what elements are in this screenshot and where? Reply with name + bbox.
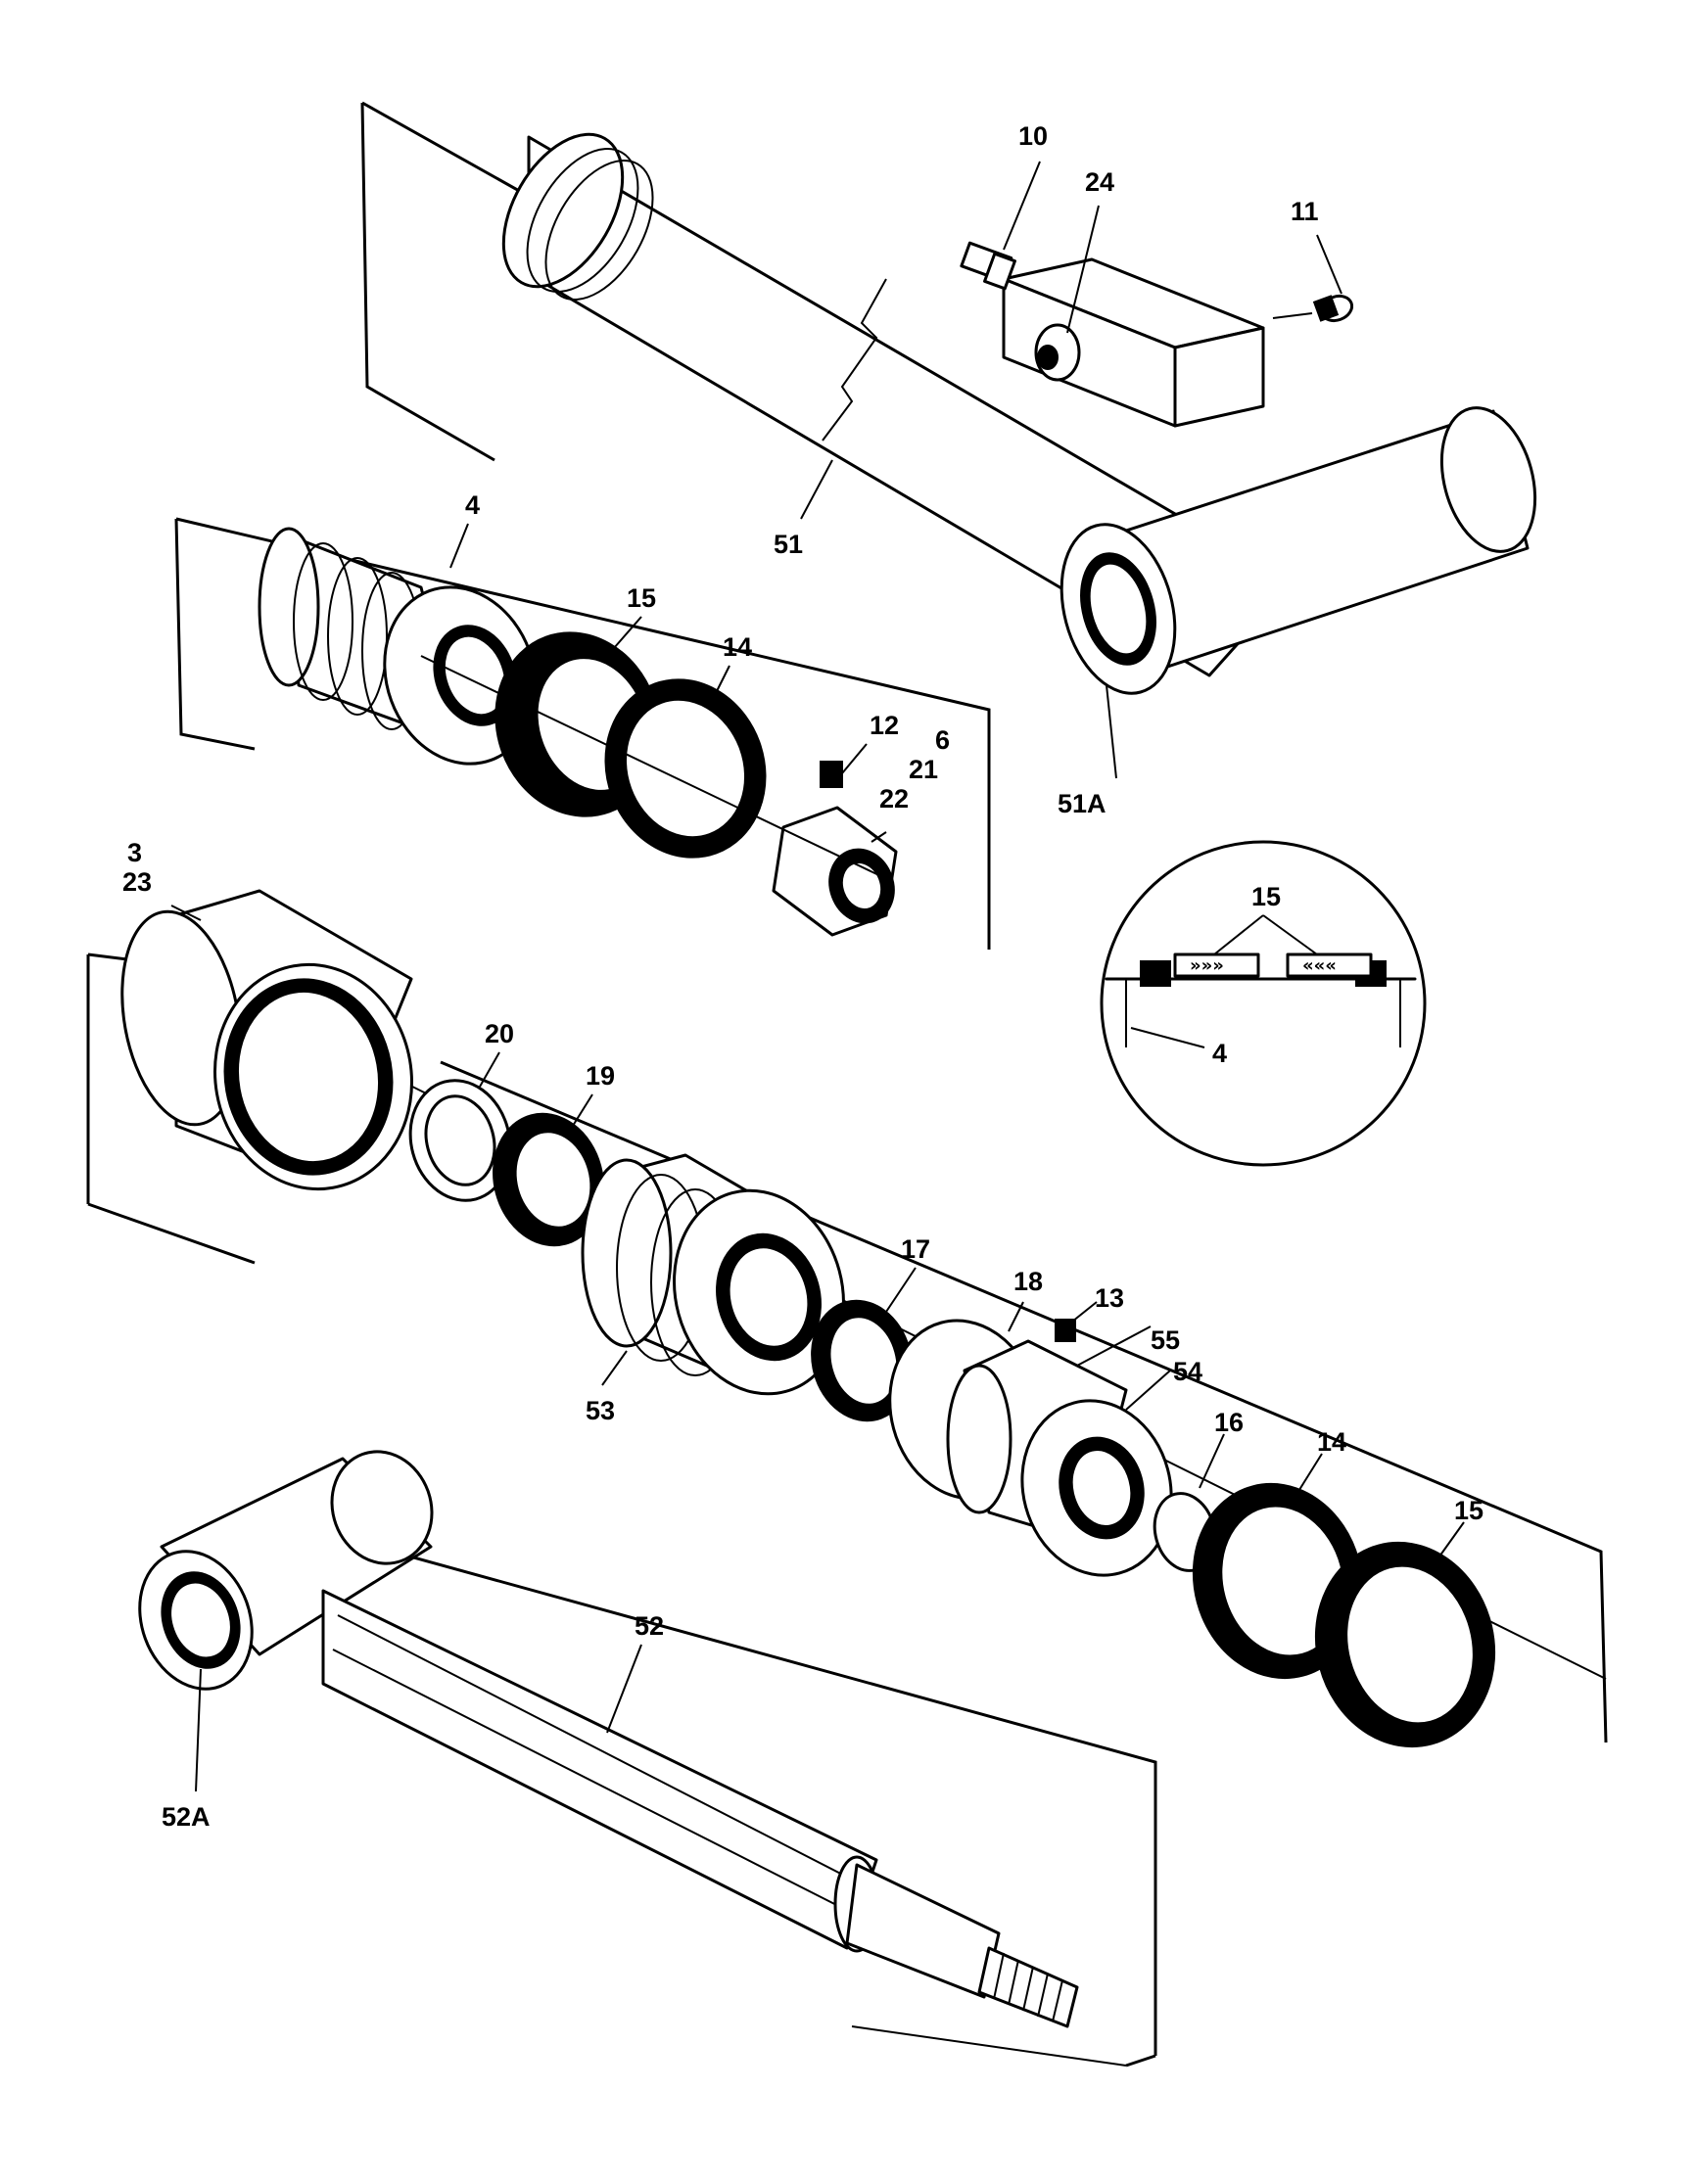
callout-55: 55 [1151, 1325, 1180, 1355]
callout-12: 12 [870, 711, 899, 740]
piston-53 [581, 1153, 845, 1396]
callout-52: 52 [635, 1611, 664, 1641]
callout-15-bottom: 15 [1454, 1496, 1483, 1525]
callout-22: 22 [879, 784, 909, 813]
seal-19 [493, 1112, 604, 1247]
panel-piston [86, 953, 1608, 1743]
callout-18: 18 [1013, 1267, 1043, 1296]
callout-21: 21 [909, 755, 938, 784]
callout-15-detail: 15 [1251, 882, 1281, 911]
callout-3: 3 [127, 838, 142, 867]
barrel-51 [501, 132, 1537, 695]
seal-15-bottom [1314, 1541, 1496, 1748]
spacer-54 [946, 1319, 1173, 1577]
callout-16: 16 [1214, 1408, 1244, 1437]
callout-6: 6 [935, 725, 950, 755]
callout-51a: 51A [1058, 789, 1106, 818]
callout-20: 20 [485, 1019, 514, 1048]
callout-15-top: 15 [627, 583, 656, 613]
callout-51: 51 [774, 530, 803, 559]
detail-view: »»» ««« [1100, 840, 1427, 1167]
panel-rod [303, 1525, 1157, 2068]
seal-17 [811, 1299, 913, 1422]
callout-14-top: 14 [723, 632, 752, 662]
leader-lines [170, 161, 1465, 1792]
callout-labels: 10 24 11 51 51A 4 15 14 12 6 21 22 3 23 … [122, 121, 1483, 1832]
callout-53: 53 [586, 1396, 615, 1425]
callout-10: 10 [1018, 121, 1048, 151]
callout-4-detail: 4 [1212, 1039, 1227, 1068]
callout-4-top: 4 [465, 490, 480, 520]
callout-23: 23 [122, 867, 152, 897]
callout-19: 19 [586, 1061, 615, 1091]
svg-text:«««: ««« [1302, 955, 1337, 976]
callout-11: 11 [1291, 197, 1319, 226]
panel-head [174, 517, 991, 950]
gland-3 [120, 889, 413, 1191]
callout-52a: 52A [162, 1802, 211, 1832]
ring-14-top [604, 678, 767, 859]
rod-52 [138, 1450, 1079, 2028]
svg-text:»»»: »»» [1190, 955, 1224, 976]
callout-17: 17 [901, 1234, 930, 1264]
callout-13: 13 [1095, 1283, 1124, 1313]
callout-14-bottom: 14 [1317, 1427, 1346, 1457]
callout-24: 24 [1085, 167, 1114, 197]
ring-20 [408, 1079, 512, 1202]
callout-54: 54 [1173, 1357, 1202, 1386]
